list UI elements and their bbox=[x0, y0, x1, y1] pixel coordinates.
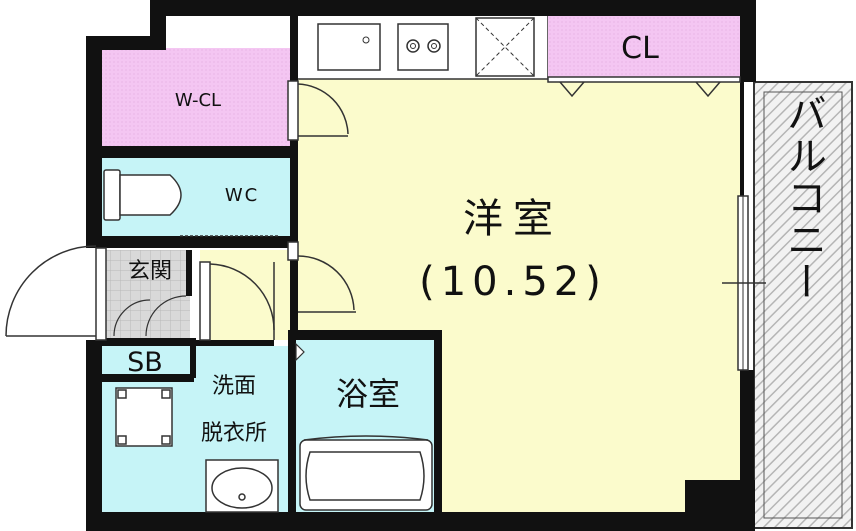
entrance-door bbox=[5, 245, 107, 341]
washroom-door bbox=[199, 261, 275, 341]
closet-doors bbox=[547, 76, 741, 98]
main-room-area-label: (10.52) bbox=[419, 259, 607, 305]
toilet bbox=[103, 169, 280, 237]
bathtub bbox=[299, 435, 433, 511]
walls bbox=[86, 0, 756, 531]
balcony-area bbox=[753, 81, 853, 529]
wcl-label: W-CL bbox=[175, 90, 221, 111]
cl-label: CL bbox=[621, 31, 659, 66]
wc-label: WC bbox=[225, 185, 259, 206]
bath-label: 浴室 bbox=[336, 375, 400, 413]
sb-label: SB bbox=[127, 347, 163, 378]
kitchen-sink bbox=[317, 23, 381, 71]
main-room-label: 洋室 bbox=[463, 196, 563, 242]
balcony-label: バルコニー bbox=[780, 93, 826, 303]
gas-stove bbox=[397, 23, 449, 71]
closet-cl-area bbox=[548, 15, 740, 79]
fridge-space bbox=[475, 17, 535, 77]
bath-door-marker bbox=[295, 342, 305, 362]
wcl-door bbox=[287, 80, 349, 141]
wash-basin bbox=[205, 459, 279, 513]
washroom-label-line2: 脱衣所 bbox=[201, 421, 267, 446]
washing-machine bbox=[115, 387, 173, 447]
hall-door bbox=[287, 241, 356, 313]
genkan-label: 玄関 bbox=[128, 259, 172, 284]
balcony-window bbox=[722, 195, 766, 371]
shoe-box-doors bbox=[113, 295, 187, 337]
walk-in-closet-area bbox=[100, 48, 290, 146]
washroom-label-line1: 洗面 bbox=[212, 374, 256, 399]
